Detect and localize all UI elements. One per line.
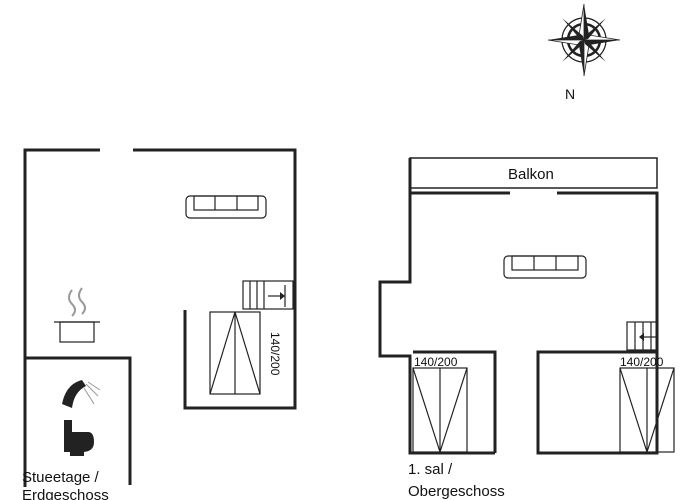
upper-floor-walls xyxy=(378,158,659,455)
balcony-label: Balkon xyxy=(508,166,554,183)
sofa-icon xyxy=(185,195,267,219)
upper-bed-left-label: 140/200 xyxy=(414,355,458,369)
upper-bed-left xyxy=(412,367,468,453)
sofa-icon xyxy=(503,255,587,279)
ground-caption-line2: Erdgeschoss xyxy=(22,487,109,500)
ground-stairs xyxy=(242,280,294,310)
shower-icon xyxy=(62,380,101,408)
toilet-icon xyxy=(64,420,94,456)
ground-bed xyxy=(209,311,261,395)
ground-bed-label: 140/200 xyxy=(268,332,282,376)
upper-floor-plan: Balkon 140/200 xyxy=(378,157,675,500)
cooking-pot-icon xyxy=(54,287,100,343)
upper-stairs xyxy=(626,321,658,351)
north-label: N xyxy=(565,86,575,102)
ground-caption-line1: Stueetage / xyxy=(22,469,100,486)
compass-rose-icon xyxy=(547,3,621,77)
upper-caption-line1: 1. sal / xyxy=(408,461,453,478)
ground-floor-plan: 140/200 Stueetage / Erdgescho xyxy=(22,148,297,500)
upper-bed-right-label: 140/200 xyxy=(620,355,664,369)
upper-bed-right xyxy=(619,367,675,453)
upper-caption-line2: Obergeschoss xyxy=(408,483,505,500)
